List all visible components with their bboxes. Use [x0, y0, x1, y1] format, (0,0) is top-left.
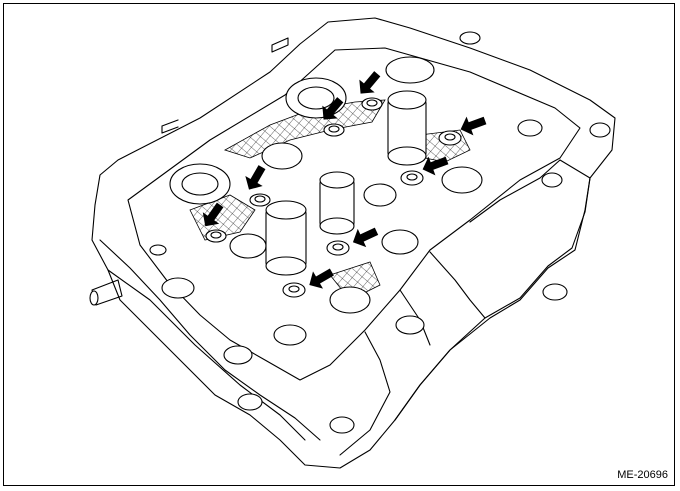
valve-seat-4	[400, 170, 424, 186]
arrow-icon	[359, 71, 381, 94]
arrow-icon	[460, 116, 487, 136]
valve-seat-2	[323, 123, 345, 137]
lifter-bores	[265, 90, 427, 276]
studs	[89, 37, 289, 306]
arrow-icon	[245, 165, 266, 190]
arrow-icon	[322, 97, 344, 120]
valve-seat-6	[205, 229, 227, 243]
arrow-icon	[352, 227, 379, 248]
head-casting	[91, 17, 616, 469]
figure-frame	[3, 3, 675, 486]
arrow-icon	[202, 202, 224, 227]
arrows	[202, 71, 487, 289]
valve-seat-8	[282, 282, 306, 298]
arrow-icon	[422, 156, 449, 176]
figure-id-label: ME-20696	[617, 469, 668, 481]
valve-seat-1	[361, 97, 383, 111]
valve-seat-5	[249, 193, 271, 207]
valve-seats	[205, 97, 462, 298]
valve-seat-7	[326, 240, 350, 256]
arrow-icon	[309, 268, 334, 289]
valve-seat-3	[438, 130, 462, 146]
